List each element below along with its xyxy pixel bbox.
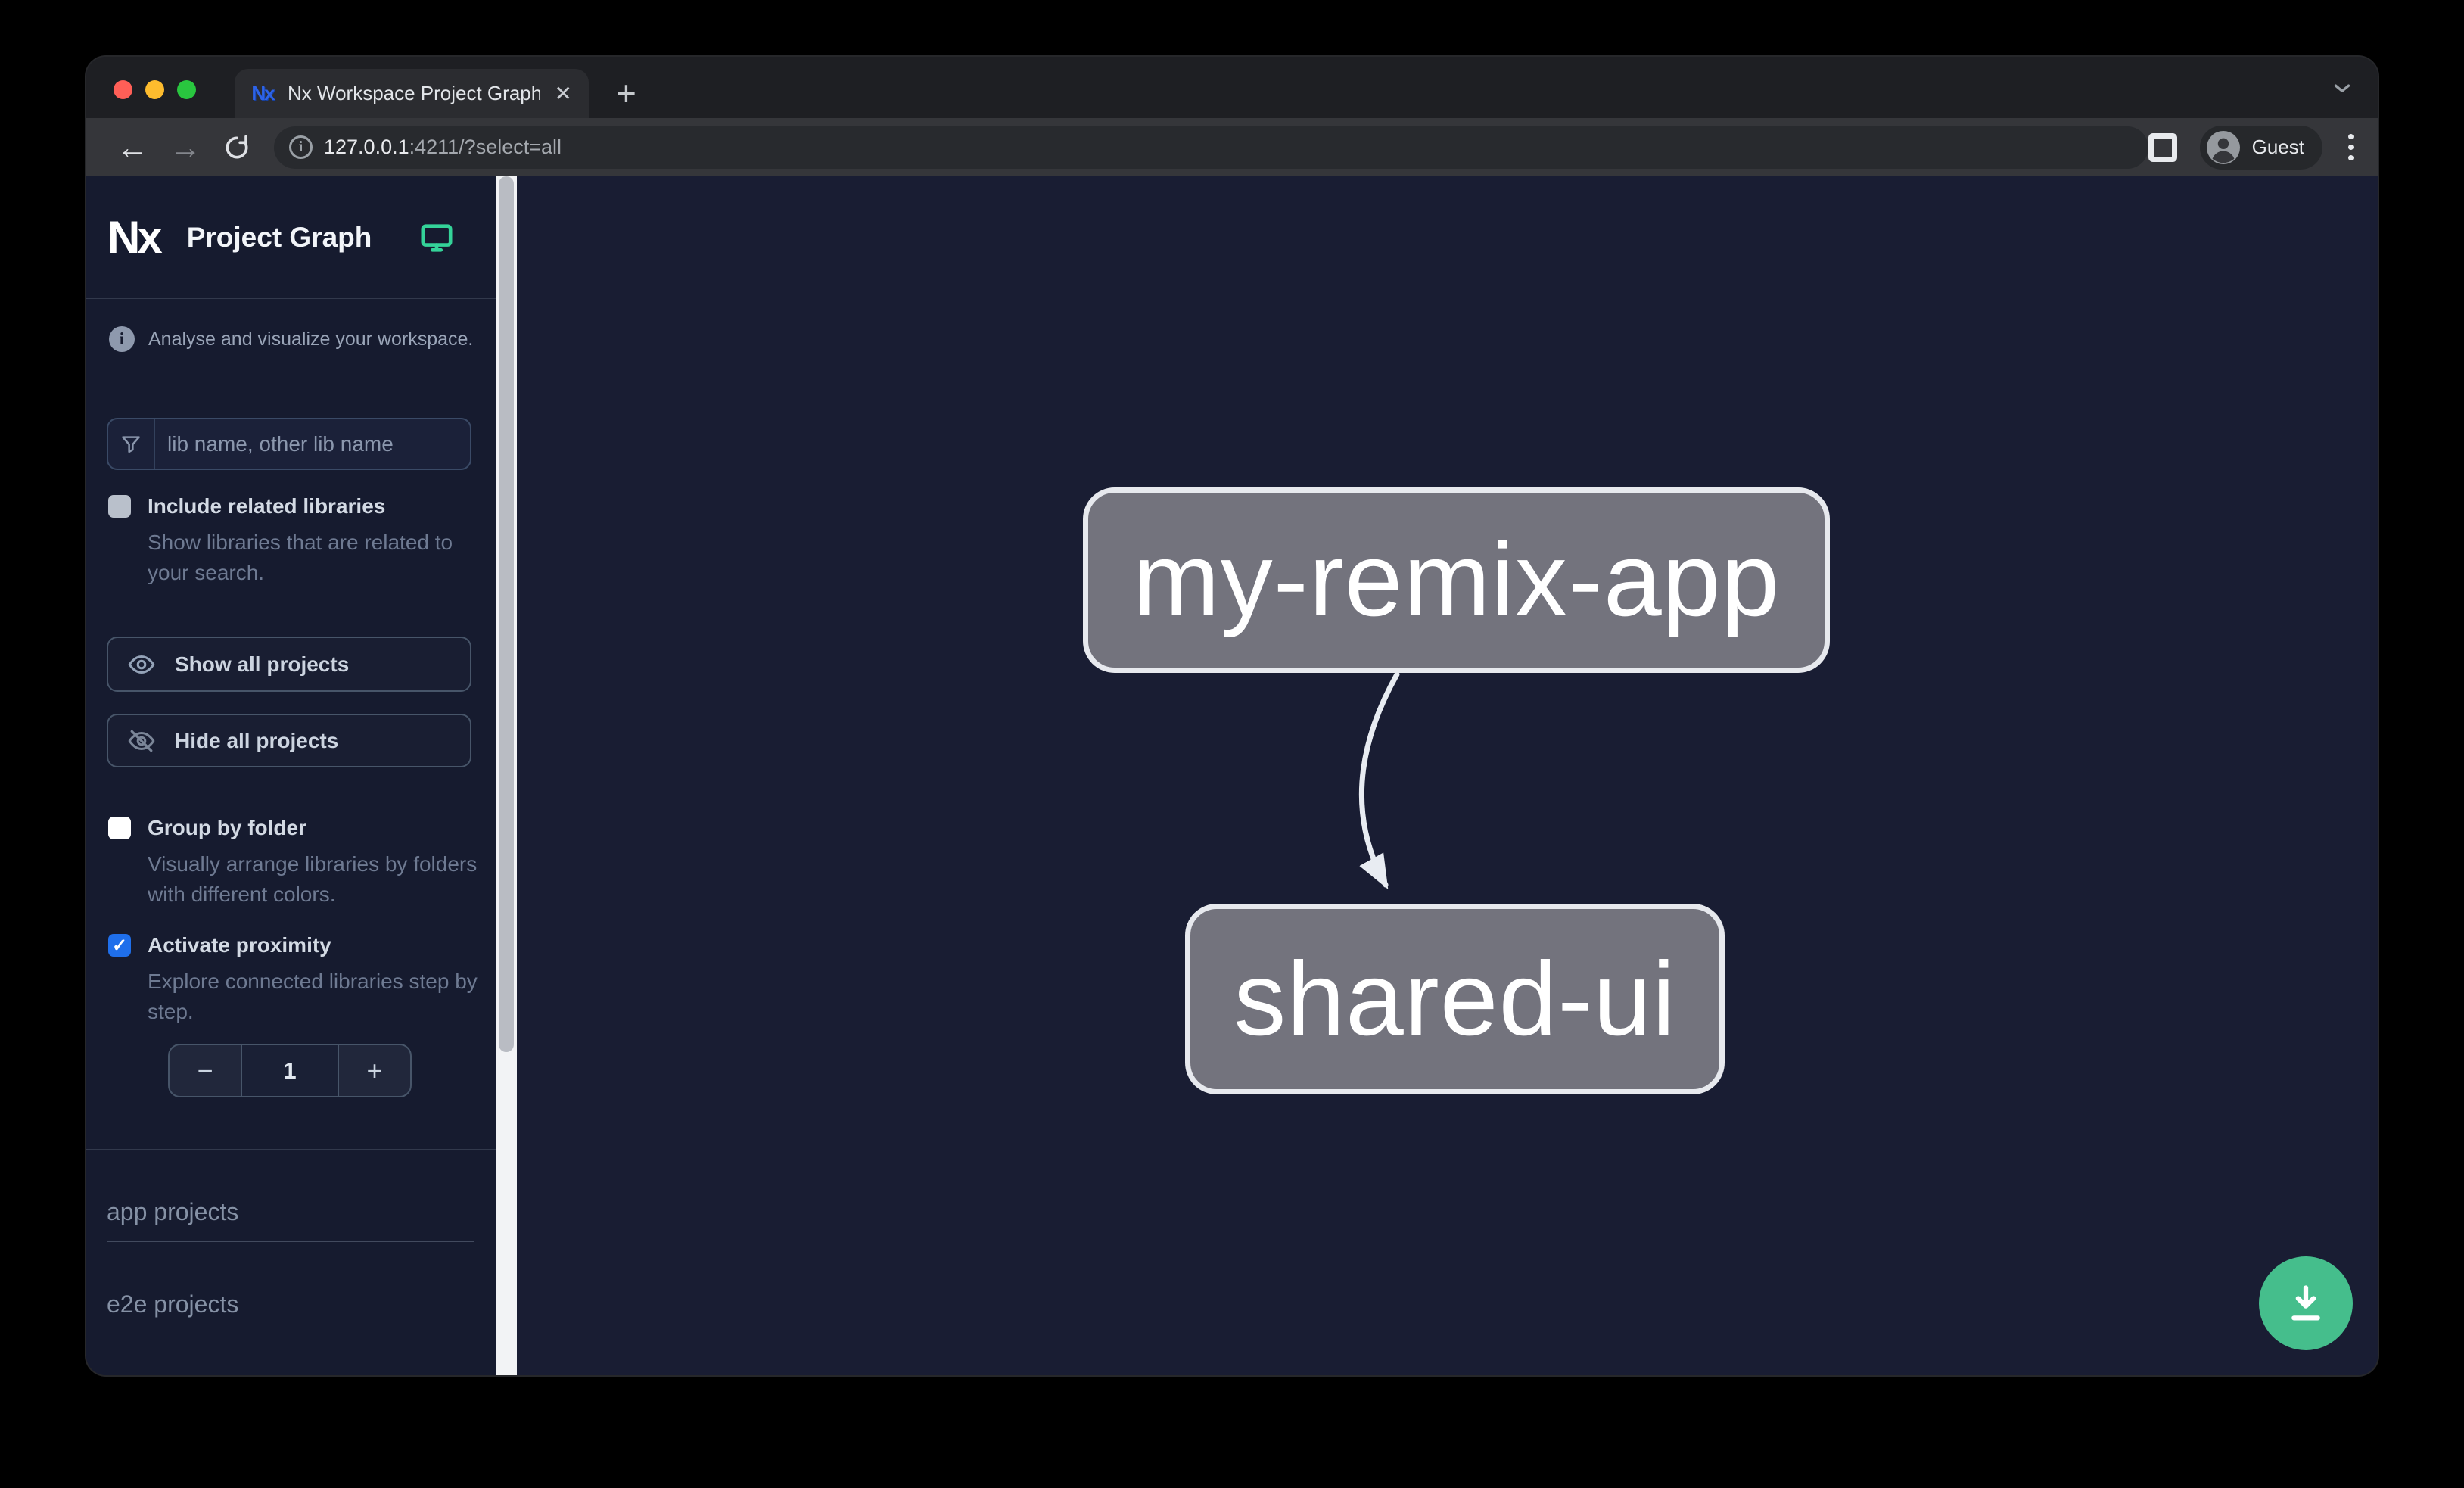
back-button[interactable]: ← bbox=[117, 129, 148, 165]
profile-label: Guest bbox=[2251, 135, 2304, 158]
window-content: Nx Project Graph i Analyse and visualize… bbox=[86, 176, 2378, 1375]
stepper-increment-button[interactable]: + bbox=[338, 1045, 410, 1096]
group-by-folder-desc: Visually arrange libraries by folders wi… bbox=[148, 852, 478, 906]
filter-icon bbox=[108, 419, 155, 469]
e2e-projects-section-header: e2e projects bbox=[107, 1290, 474, 1334]
include-related-option: Include related libraries Show libraries… bbox=[108, 494, 470, 588]
sidebar-scrollbar[interactable] bbox=[496, 176, 517, 1375]
activate-proximity-checkbox[interactable]: ✓ bbox=[108, 934, 131, 957]
browser-toolbar: ← → i 127.0.0.1:4211/?select=all Guest bbox=[86, 118, 2378, 176]
avatar bbox=[2206, 130, 2240, 164]
nx-favicon-icon: Nx bbox=[251, 82, 275, 104]
monitor-icon[interactable] bbox=[419, 220, 454, 255]
show-all-projects-button[interactable]: Show all projects bbox=[107, 637, 471, 692]
download-graph-button[interactable] bbox=[2259, 1256, 2353, 1350]
group-by-folder-option: Group by folder Visually arrange librari… bbox=[108, 816, 477, 910]
hide-all-label: Hide all projects bbox=[175, 728, 339, 752]
site-info-icon[interactable]: i bbox=[289, 135, 313, 159]
url-path: :4211/?select=all bbox=[409, 135, 562, 158]
group-by-folder-checkbox[interactable] bbox=[108, 817, 131, 839]
app-projects-section-header: app projects bbox=[107, 1198, 474, 1242]
include-related-checkbox[interactable] bbox=[108, 495, 131, 518]
window-controls bbox=[114, 80, 196, 99]
activate-proximity-desc: Explore connected libraries step by step… bbox=[148, 970, 478, 1023]
download-icon bbox=[2291, 1285, 2320, 1321]
workspace-tagline: i Analyse and visualize your workspace. bbox=[109, 326, 484, 352]
reload-button[interactable] bbox=[212, 133, 262, 162]
sidebar-divider bbox=[86, 1149, 496, 1150]
browser-window: Nx Nx Workspace Project Graph ✕ + ← → i … bbox=[86, 57, 2378, 1375]
graph-canvas[interactable]: my-remix-app shared-ui bbox=[517, 176, 2378, 1375]
proximity-depth-stepper: − 1 + bbox=[168, 1044, 412, 1097]
include-related-label: Include related libraries bbox=[148, 494, 386, 518]
hide-all-projects-button[interactable]: Hide all projects bbox=[107, 714, 471, 767]
search-input[interactable] bbox=[155, 419, 470, 469]
address-bar[interactable]: i 127.0.0.1:4211/?select=all bbox=[274, 126, 2148, 169]
graph-node-my-remix-app[interactable]: my-remix-app bbox=[1083, 487, 1830, 673]
eye-icon bbox=[128, 655, 155, 674]
chevron-down-icon[interactable] bbox=[2329, 75, 2355, 101]
activate-proximity-label: Activate proximity bbox=[148, 933, 331, 957]
info-icon: i bbox=[109, 326, 135, 352]
dependency-edge bbox=[1358, 671, 1400, 889]
minimize-window-button[interactable] bbox=[145, 80, 164, 99]
stepper-decrement-button[interactable]: − bbox=[170, 1045, 242, 1096]
browser-tab[interactable]: Nx Nx Workspace Project Graph ✕ bbox=[235, 69, 589, 118]
page-title: Project Graph bbox=[186, 221, 372, 253]
stepper-value: 1 bbox=[283, 1057, 297, 1084]
new-tab-button[interactable]: + bbox=[616, 73, 636, 113]
url-text: 127.0.0.1:4211/?select=all bbox=[324, 135, 562, 159]
tab-close-icon[interactable]: ✕ bbox=[554, 81, 572, 105]
profile-button[interactable]: Guest bbox=[2199, 125, 2322, 170]
scrollbar-thumb[interactable] bbox=[499, 176, 514, 1052]
eye-off-icon bbox=[128, 730, 155, 752]
include-related-desc: Show libraries that are related to your … bbox=[148, 531, 453, 584]
side-panel-icon[interactable] bbox=[2148, 132, 2177, 162]
close-window-button[interactable] bbox=[114, 80, 132, 99]
activate-proximity-option: ✓ Activate proximity Explore connected l… bbox=[108, 933, 478, 1027]
sidebar-header: Nx Project Graph bbox=[86, 176, 496, 299]
nx-logo: Nx bbox=[107, 211, 163, 263]
library-filter bbox=[107, 418, 471, 470]
forward-button[interactable]: → bbox=[170, 129, 201, 165]
url-host: 127.0.0.1 bbox=[324, 135, 409, 158]
tagline-text: Analyse and visualize your workspace. bbox=[148, 328, 474, 350]
sidebar: Nx Project Graph i Analyse and visualize… bbox=[86, 176, 496, 1375]
zoom-window-button[interactable] bbox=[177, 80, 196, 99]
tab-title: Nx Workspace Project Graph bbox=[288, 82, 540, 104]
group-by-folder-label: Group by folder bbox=[148, 816, 306, 839]
show-all-label: Show all projects bbox=[175, 652, 350, 676]
graph-node-shared-ui[interactable]: shared-ui bbox=[1185, 904, 1725, 1094]
tab-strip: Nx Nx Workspace Project Graph ✕ + bbox=[86, 57, 2378, 118]
browser-menu-icon[interactable] bbox=[2344, 129, 2358, 165]
